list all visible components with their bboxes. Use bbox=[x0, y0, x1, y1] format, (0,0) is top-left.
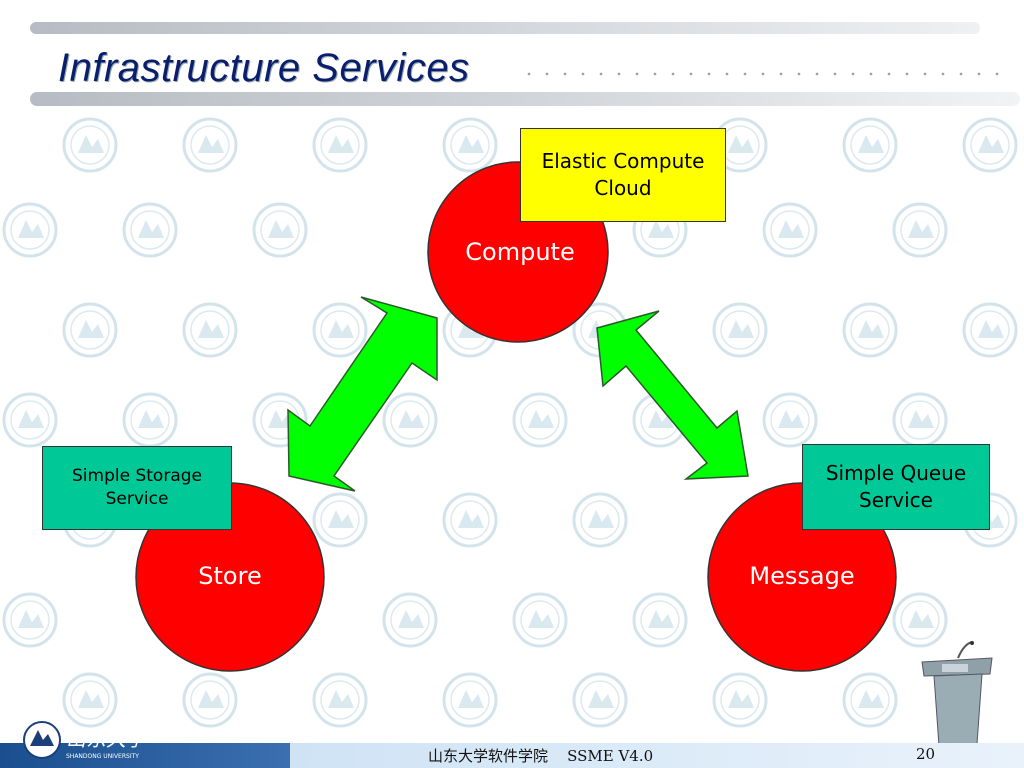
elastic-compute-cloud-box: Elastic Compute Cloud bbox=[520, 128, 726, 222]
slide-title: Infrastructure Services bbox=[58, 46, 470, 90]
shandong-university-logo: 山东大学 SHANDONG UNIVERSITY bbox=[23, 721, 148, 760]
svg-text:山东大学: 山东大学 bbox=[66, 727, 148, 751]
message-label: Message bbox=[749, 562, 855, 590]
simple-storage-service-text: Simple Storage Service bbox=[72, 466, 202, 509]
compute-label: Compute bbox=[465, 238, 575, 266]
title-top-bar bbox=[30, 22, 980, 34]
title-bottom-bar bbox=[30, 92, 1020, 106]
footer-band bbox=[290, 743, 1024, 768]
store-label: Store bbox=[198, 562, 262, 590]
elastic-compute-cloud-text: Elastic Compute Cloud bbox=[541, 149, 705, 200]
page-number: 20 bbox=[916, 745, 936, 763]
arrow-compute-message bbox=[596, 310, 749, 480]
arrow-compute-store bbox=[287, 296, 438, 492]
title-dotted-line bbox=[520, 72, 1000, 76]
simple-queue-service-text: Simple Queue Service bbox=[825, 461, 967, 512]
svg-text:SHANDONG UNIVERSITY: SHANDONG UNIVERSITY bbox=[66, 753, 139, 760]
footer-text: 山东大学软件学院 SSME V4.0 bbox=[428, 747, 654, 765]
simple-queue-service-box: Simple Queue Service bbox=[802, 444, 990, 530]
simple-storage-service-box: Simple Storage Service bbox=[42, 446, 232, 530]
